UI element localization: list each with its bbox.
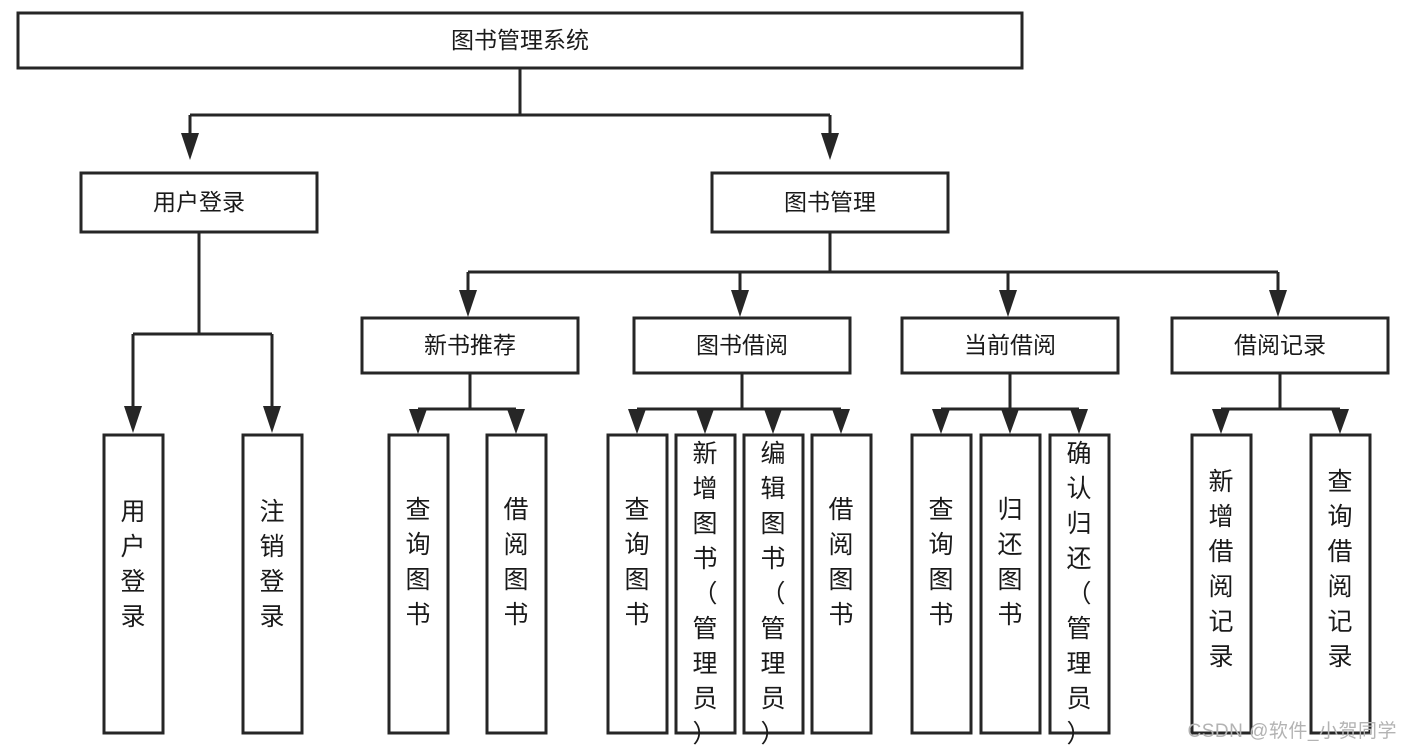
node-label: 查询图书 [928, 496, 953, 629]
node-borrow-record[interactable]: 借阅记录 [1170, 316, 1390, 375]
arrow-head-icon [459, 290, 477, 317]
node-leaf-confirm-return-admin[interactable]: 确认归还（管理员） [1048, 433, 1111, 747]
node-label: 图书管理系统 [451, 27, 589, 53]
arrow-head-icon [999, 290, 1017, 317]
node-leaf-logout[interactable]: 注销登录 [241, 433, 304, 735]
node-leaf-borrow-book-borrow[interactable]: 借阅图书 [810, 433, 873, 735]
node-leaf-edit-book-admin[interactable]: 编辑图书（管理员） [742, 433, 805, 747]
node-label: 查询图书 [405, 496, 430, 629]
node-label: 新书推荐 [424, 332, 516, 358]
arrow-head-icon [1269, 290, 1287, 317]
arrow-head-icon [832, 409, 850, 434]
node-label: 借阅图书 [828, 496, 853, 629]
node-box [79, 171, 319, 234]
node-label: 用户登录 [153, 189, 245, 215]
node-label: 编辑图书（管理员） [760, 440, 785, 747]
node-box [16, 11, 1024, 70]
node-label: 新增借阅记录 [1208, 468, 1233, 671]
node-label: 图书管理 [784, 189, 876, 215]
node-box [900, 316, 1120, 375]
node-user-login[interactable]: 用户登录 [79, 171, 319, 234]
arrow-head-icon [1070, 409, 1088, 434]
arrow-head-icon [1212, 409, 1230, 434]
node-label: 确认归还（管理员） [1066, 440, 1091, 747]
node-box [742, 433, 805, 735]
node-label: 归还图书 [997, 496, 1022, 629]
node-current-borrow[interactable]: 当前借阅 [900, 316, 1120, 375]
node-leaf-add-book-admin[interactable]: 新增图书（管理员） [674, 433, 737, 747]
arrow-head-icon [409, 409, 427, 434]
node-label: 注销登录 [259, 498, 284, 631]
node-box [485, 433, 548, 735]
node-label: 借阅图书 [503, 496, 528, 629]
arrow-head-icon [263, 406, 281, 433]
node-leaf-query-book-borrow[interactable]: 查询图书 [606, 433, 669, 735]
node-box [810, 433, 873, 735]
node-leaf-query-book-recommend[interactable]: 查询图书 [387, 433, 450, 735]
node-leaf-return-book[interactable]: 归还图书 [979, 433, 1042, 735]
node-box [241, 433, 304, 735]
arrow-head-icon [124, 406, 142, 433]
node-leaf-user-login[interactable]: 用户登录 [102, 433, 165, 735]
arrow-head-icon [821, 133, 839, 160]
node-new-book-recommend[interactable]: 新书推荐 [360, 316, 580, 375]
node-box [632, 316, 852, 375]
node-label: 新增图书（管理员） [692, 440, 717, 747]
node-label: 查询借阅记录 [1327, 468, 1352, 671]
arrow-head-icon [1331, 409, 1349, 434]
node-box [606, 433, 669, 735]
arrow-head-icon [731, 290, 749, 317]
node-box [1048, 433, 1111, 735]
node-box [1190, 433, 1253, 735]
node-book-management[interactable]: 图书管理 [710, 171, 950, 234]
arrow-head-icon [181, 133, 199, 160]
arrow-head-icon [696, 409, 714, 434]
node-box [710, 171, 950, 234]
node-leaf-query-book-current[interactable]: 查询图书 [910, 433, 973, 735]
node-label: 用户登录 [120, 498, 145, 631]
node-label: 当前借阅 [964, 332, 1056, 358]
node-box [674, 433, 737, 735]
arrow-head-icon [1001, 409, 1019, 434]
node-box [1170, 316, 1390, 375]
arrow-head-icon [932, 409, 950, 434]
node-leaf-query-borrow-record[interactable]: 查询借阅记录 [1309, 433, 1372, 735]
node-book-borrow[interactable]: 图书借阅 [632, 316, 852, 375]
node-leaf-borrow-book-recommend[interactable]: 借阅图书 [485, 433, 548, 735]
node-label: 查询图书 [624, 496, 649, 629]
node-box [387, 433, 450, 735]
arrow-head-icon [628, 409, 646, 434]
arrow-head-icon [764, 409, 782, 434]
node-root-book-management-system[interactable]: 图书管理系统 [16, 11, 1024, 70]
node-box [1309, 433, 1372, 735]
node-box [102, 433, 165, 735]
node-box [979, 433, 1042, 735]
node-box [910, 433, 973, 735]
node-leaf-add-borrow-record[interactable]: 新增借阅记录 [1190, 433, 1253, 735]
node-box [360, 316, 580, 375]
arrow-head-icon [507, 409, 525, 434]
connector-layer [124, 68, 1349, 434]
node-label: 借阅记录 [1234, 332, 1326, 358]
node-label: 图书借阅 [696, 332, 788, 358]
